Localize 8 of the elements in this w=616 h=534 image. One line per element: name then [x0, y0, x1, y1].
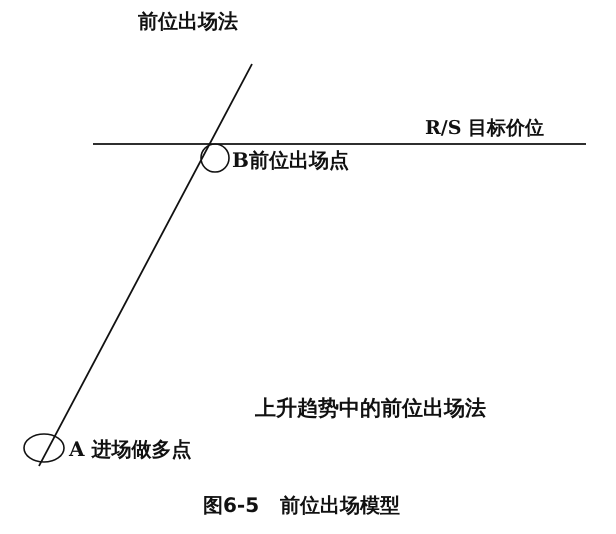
line-label: R/S 目标价位	[425, 119, 544, 138]
chart-note: 上升趋势中的前位出场法	[255, 397, 486, 418]
circle-marker	[23, 433, 65, 463]
circle-marker	[200, 143, 230, 173]
title: 前位出场法	[138, 11, 238, 31]
point-label: B前位出场点	[232, 150, 349, 170]
point-label: A 进场做多点	[69, 439, 192, 459]
caption: 图6-5 前位出场模型	[203, 495, 400, 515]
